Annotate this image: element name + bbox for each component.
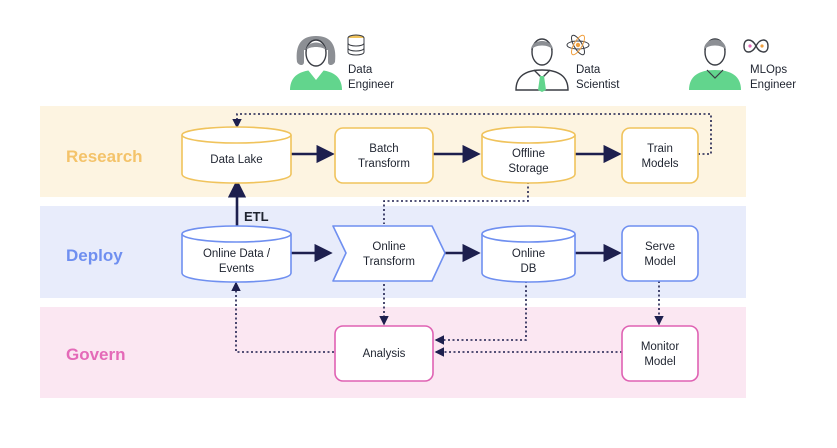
- svg-text:Storage: Storage: [508, 163, 548, 175]
- data-engineer-avatar: [290, 36, 342, 90]
- node-online-transform: Online Transform: [332, 225, 446, 282]
- node-batch-transform: Batch Transform: [334, 127, 434, 184]
- svg-text:Model: Model: [644, 356, 675, 368]
- node-train-models: Train Models: [621, 127, 699, 184]
- mlops-engineer-avatar: [689, 38, 741, 90]
- node-serve-model: Serve Model: [621, 225, 699, 282]
- edge-offline-to-online-transform: [383, 182, 529, 224]
- svg-text:Events: Events: [219, 263, 254, 275]
- svg-text:Online: Online: [512, 248, 545, 260]
- data-scientist-avatar: [515, 38, 569, 92]
- svg-text:Train: Train: [647, 143, 673, 155]
- lane-label-govern: Govern: [66, 345, 126, 364]
- database-icon: [347, 34, 365, 56]
- atom-icon: [566, 34, 590, 56]
- svg-text:Batch: Batch: [369, 143, 398, 155]
- node-monitor-model: Monitor Model: [621, 325, 699, 382]
- node-online-db: Online DB: [481, 225, 576, 283]
- svg-text:DB: DB: [521, 263, 537, 275]
- node-online-data: Online Data / Events: [181, 225, 292, 283]
- role-label-mlops-engineer: MLOps: [750, 64, 787, 76]
- node-data-lake: Data Lake: [181, 126, 292, 184]
- role-label-data-engineer: Data: [348, 64, 373, 76]
- node-offline-storage: Offline Storage: [481, 126, 576, 184]
- svg-text:Serve: Serve: [645, 241, 675, 253]
- lane-label-deploy: Deploy: [66, 246, 123, 265]
- infinity-icon: [743, 39, 769, 53]
- role-label-data-scientist: Data: [576, 64, 601, 76]
- edge-analysis-to-online-data: [231, 281, 334, 353]
- svg-text:Online: Online: [372, 241, 405, 253]
- edge-onlinedb-to-analysis: [434, 281, 527, 345]
- role-label-data-scientist-2: Scientist: [576, 79, 620, 91]
- lane-label-research: Research: [66, 147, 143, 166]
- svg-text:Models: Models: [641, 158, 678, 170]
- svg-text:Transform: Transform: [363, 256, 415, 268]
- node-analysis: Analysis: [334, 325, 434, 382]
- edge-train-to-datalake: [232, 113, 712, 155]
- svg-text:Model: Model: [644, 256, 675, 268]
- svg-text:Analysis: Analysis: [363, 348, 406, 360]
- role-label-data-engineer-2: Engineer: [348, 79, 394, 91]
- svg-text:Monitor: Monitor: [641, 341, 680, 353]
- etl-label: ETL: [244, 209, 269, 224]
- role-label-mlops-engineer-2: Engineer: [750, 79, 796, 91]
- svg-text:Online Data /: Online Data /: [203, 248, 271, 260]
- svg-text:Offline: Offline: [512, 148, 545, 160]
- svg-text:Data Lake: Data Lake: [210, 154, 262, 166]
- svg-text:Transform: Transform: [358, 158, 410, 170]
